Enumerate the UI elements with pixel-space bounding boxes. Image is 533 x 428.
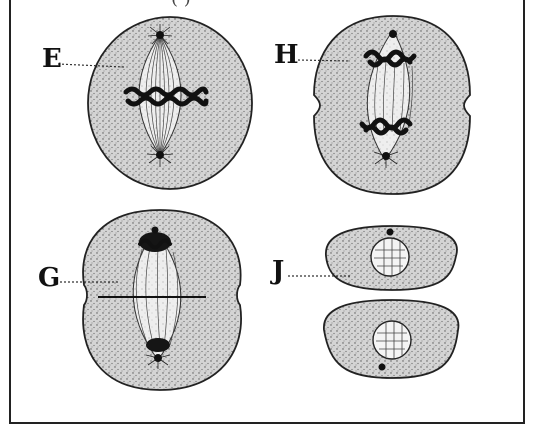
cell-j-bottom-nucleus xyxy=(373,321,411,359)
cell-j xyxy=(288,226,458,378)
cell-g xyxy=(60,210,241,390)
label-j: J xyxy=(272,258,284,284)
cell-e xyxy=(58,17,252,189)
cell-h xyxy=(298,16,470,194)
cell-g-bottom-centrosome xyxy=(154,354,162,362)
cell-e-bottom-centrosome xyxy=(156,151,164,159)
cell-j-top-centrosome xyxy=(387,229,394,236)
cell-h-top-centrosome xyxy=(389,30,397,38)
cell-e-top-centrosome xyxy=(156,31,164,39)
cell-g-top-centrosome xyxy=(152,227,159,234)
cell-h-bottom-centrosome xyxy=(382,152,390,160)
label-e: E xyxy=(42,46,62,72)
label-g: G xyxy=(38,265,60,291)
cell-j-top-nucleus xyxy=(371,238,409,276)
cell-g-bottom-chromosomes xyxy=(146,338,170,352)
cell-j-bottom-centrosome xyxy=(379,364,386,371)
label-h: H xyxy=(274,42,299,68)
